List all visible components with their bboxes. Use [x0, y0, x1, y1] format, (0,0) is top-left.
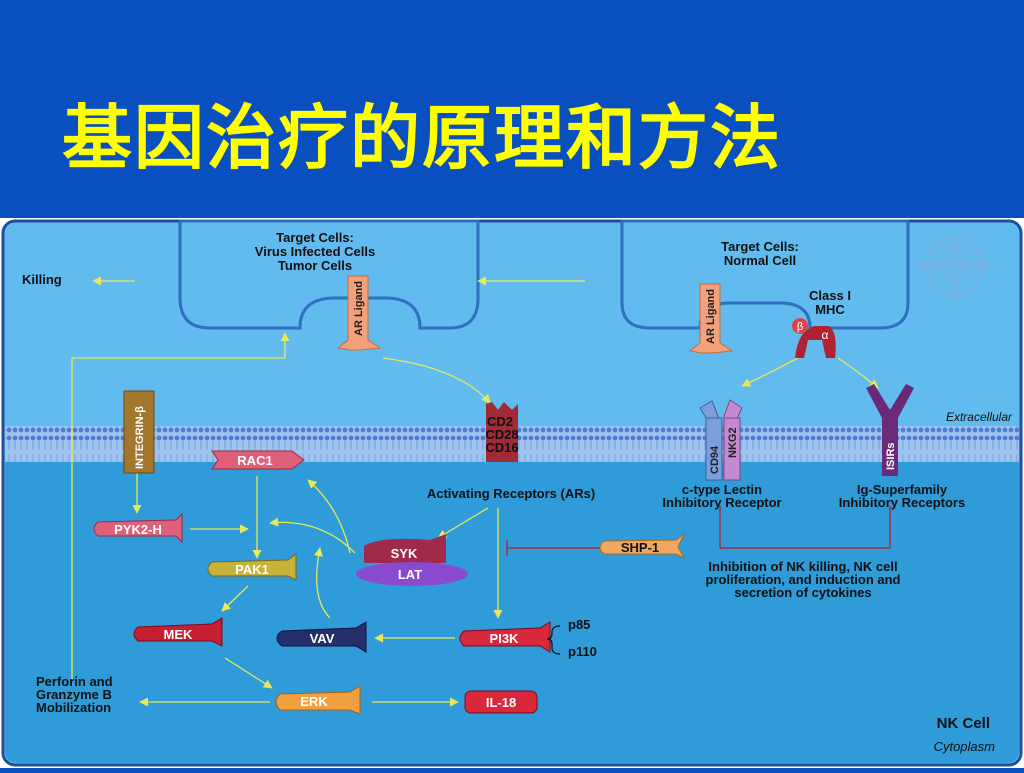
svg-text:Virus Infected Cells: Virus Infected Cells: [255, 244, 375, 259]
svg-text:α: α: [822, 328, 829, 342]
mek-node: MEK: [133, 617, 223, 647]
svg-text:β: β: [797, 321, 803, 333]
svg-text:CD94: CD94: [709, 445, 721, 474]
cd-activating-receptor: CD2 CD28 CD16: [485, 402, 519, 462]
svg-text:MHC: MHC: [815, 302, 845, 317]
rac1-node: RAC1: [211, 450, 305, 470]
pak1-node: PAK1: [207, 553, 297, 581]
svg-text:CD2: CD2: [487, 414, 513, 429]
target-cell-normal: [620, 219, 910, 330]
svg-text:AR Ligand: AR Ligand: [353, 281, 365, 336]
svg-text:PYK2-H: PYK2-H: [114, 522, 162, 537]
shp1-inhibition-line: [506, 506, 891, 556]
cd94-nkg2-receptor: CD94 NKG2: [699, 399, 743, 481]
target-infected-label: Target Cells: Virus Infected Cells Tumor…: [255, 230, 375, 273]
pathway-arrows: [71, 276, 879, 707]
pyk2h-node: PYK2-H: [93, 512, 183, 544]
class1-mhc: Class I MHC β α: [792, 288, 851, 358]
svg-text:NKG2: NKG2: [727, 427, 739, 458]
cytoplasm-label: Cytoplasm: [934, 739, 996, 754]
svg-text:p85: p85: [568, 617, 590, 632]
svg-text:AR Ligand: AR Ligand: [705, 289, 717, 344]
nk-cell-label: NK Cell: [937, 715, 990, 732]
svg-text:Target Cells:: Target Cells:: [276, 230, 354, 245]
svg-text:proliferation, and induction a: proliferation, and induction and: [706, 572, 901, 587]
svg-text:MEK: MEK: [164, 627, 194, 642]
ig-superfamily-label: Ig-Superfamily Inhibitory Receptors: [839, 482, 965, 510]
killing-label: Killing: [22, 272, 62, 287]
svg-text:Class I: Class I: [809, 288, 851, 303]
shp1-node: SHP-1: [599, 533, 686, 560]
svg-text:IL-18: IL-18: [486, 695, 516, 710]
svg-text:RAC1: RAC1: [237, 453, 272, 468]
svg-text:ISIRs: ISIRs: [885, 442, 897, 470]
il18-node: IL-18: [464, 690, 538, 714]
extracellular-label: Extracellular: [946, 410, 1013, 424]
svg-text:INTEGRIN-β: INTEGRIN-β: [134, 406, 146, 469]
nk-cell-pathway-diagram: Target Cells: Virus Infected Cells Tumor…: [1, 219, 1023, 767]
cytoplasm-region: [5, 444, 1019, 763]
ar-ligand-left: AR Ligand: [336, 275, 382, 351]
svg-text:LAT: LAT: [398, 567, 422, 582]
erk-node: ERK: [275, 685, 361, 715]
svg-text:BIOCARTA: BIOCARTA: [918, 261, 991, 273]
svg-text:secretion of cytokines: secretion of cytokines: [734, 585, 871, 600]
svg-text:CD28: CD28: [485, 427, 518, 442]
diagram-frame: Target Cells: Virus Infected Cells Tumor…: [0, 218, 1024, 768]
svg-text:Inhibitory Receptor: Inhibitory Receptor: [662, 495, 781, 510]
pi3k-node: PI3K p85 p110: [459, 617, 597, 659]
svg-text:Granzyme B: Granzyme B: [36, 687, 112, 702]
activating-receptors-label: Activating Receptors (ARs): [427, 486, 595, 501]
svg-text:Perforin and: Perforin and: [36, 674, 113, 689]
svg-text:Ig-Superfamily: Ig-Superfamily: [857, 482, 948, 497]
svg-text:CD16: CD16: [485, 440, 518, 455]
svg-text:ERK: ERK: [300, 694, 328, 709]
integrin-beta: INTEGRIN-β: [123, 390, 155, 474]
biocarta-logo: BIOCARTA: [918, 235, 991, 297]
slide-title: 基因治疗的原理和方法: [62, 97, 782, 179]
svg-text:SHP-1: SHP-1: [621, 540, 659, 555]
svg-text:Tumor Cells: Tumor Cells: [278, 258, 352, 273]
target-normal-label: Target Cells: Normal Cell: [721, 239, 799, 268]
target-cell-infected: [178, 219, 480, 330]
isirs-receptor: ISIRs: [866, 384, 914, 476]
svg-text:p110: p110: [568, 644, 597, 659]
svg-text:SYK: SYK: [391, 546, 418, 561]
vav-node: VAV: [276, 621, 367, 653]
svg-text:PAK1: PAK1: [235, 562, 269, 577]
svg-text:VAV: VAV: [310, 631, 335, 646]
svg-text:Mobilization: Mobilization: [36, 700, 111, 715]
inhibition-description: Inhibition of NK killing, NK cell prolif…: [706, 559, 901, 600]
svg-text:PI3K: PI3K: [490, 631, 520, 646]
svg-text:Inhibition of NK killing, NK c: Inhibition of NK killing, NK cell: [708, 559, 897, 574]
ar-ligand-right: AR Ligand: [688, 283, 734, 354]
slide-header: 基因治疗的原理和方法: [0, 0, 1024, 215]
svg-text:Target Cells:: Target Cells:: [721, 239, 799, 254]
svg-text:c-type Lectin: c-type Lectin: [682, 482, 762, 497]
svg-text:Normal Cell: Normal Cell: [724, 253, 796, 268]
svg-text:Inhibitory Receptors: Inhibitory Receptors: [839, 495, 965, 510]
perforin-label: Perforin and Granzyme B Mobilization: [36, 674, 113, 715]
syk-lat-complex: SYK LAT: [356, 534, 468, 586]
ctype-lectin-label: c-type Lectin Inhibitory Receptor: [662, 482, 781, 510]
